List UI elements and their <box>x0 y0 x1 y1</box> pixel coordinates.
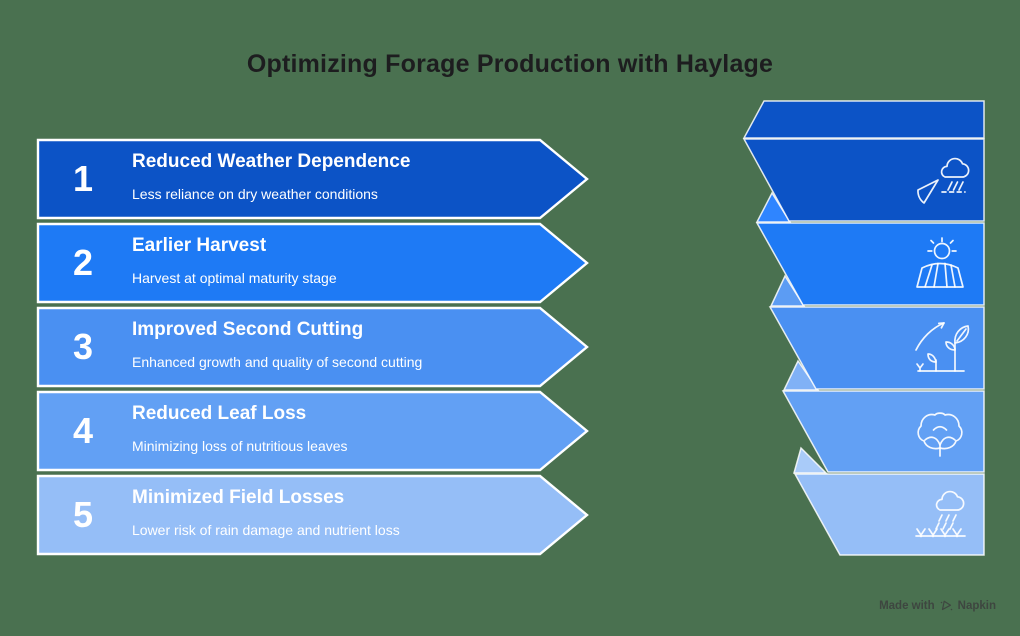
ribbon-segment-4 <box>781 390 985 473</box>
cotton-boll-icon <box>917 412 963 457</box>
benefit-row-3: 3 Improved Second Cutting Enhanced growt… <box>36 306 589 388</box>
row-title: Minimized Field Losses <box>132 487 345 508</box>
fold-triangle <box>769 274 806 307</box>
benefit-row-1: 1 Reduced Weather Dependence Less relian… <box>36 138 589 220</box>
banner-arrow-shape <box>36 222 589 304</box>
fold-triangle <box>793 446 828 474</box>
row-title: Improved Second Cutting <box>132 319 364 340</box>
row-number: 5 <box>72 494 94 535</box>
row-number: 3 <box>72 326 94 367</box>
banner-arrow-shape <box>36 390 589 472</box>
rain-over-crops-icon <box>915 490 966 538</box>
napkin-logo-icon <box>940 600 952 611</box>
row-subtitle: Minimizing loss of nutritious leaves <box>132 438 348 454</box>
banner-arrow-shape <box>36 474 589 556</box>
banner-arrow-shape <box>36 138 589 220</box>
benefit-row-5: 5 Minimized Field Losses Lower risk of r… <box>36 474 589 556</box>
ribbon-segment-2 <box>755 222 985 306</box>
fold-triangle <box>755 191 792 223</box>
plant-growth-arrow-icon <box>915 322 970 372</box>
napkin-watermark[interactable]: Made with Napkin <box>879 599 996 612</box>
ribbon-segment-1 <box>742 138 985 222</box>
row-number: 4 <box>72 410 94 451</box>
benefit-row-2: 2 Earlier Harvest Harvest at optimal mat… <box>36 222 589 304</box>
watermark-text: Made with <box>879 599 935 612</box>
row-number: 2 <box>72 242 94 283</box>
ribbon-cap <box>742 100 985 139</box>
row-subtitle: Lower risk of rain damage and nutrient l… <box>132 522 400 538</box>
row-number: 1 <box>72 158 94 199</box>
page-title: Optimizing Forage Production with Haylag… <box>246 50 774 78</box>
row-subtitle: Enhanced growth and quality of second cu… <box>132 354 423 370</box>
wind-rain-cloud-icon <box>917 157 970 204</box>
watermark-brand: Napkin <box>957 599 996 612</box>
benefit-row-4: 4 Reduced Leaf Loss Minimizing loss of n… <box>36 390 589 472</box>
sun-over-field-icon <box>916 237 964 288</box>
row-title: Reduced Leaf Loss <box>132 403 307 424</box>
row-subtitle: Harvest at optimal maturity stage <box>132 270 337 286</box>
banner-arrow-shape <box>36 306 589 388</box>
row-subtitle: Less reliance on dry weather conditions <box>132 186 378 202</box>
fold-triangle <box>782 359 820 391</box>
row-title: Reduced Weather Dependence <box>132 151 411 172</box>
ribbon-segment-5 <box>793 473 985 556</box>
row-title: Earlier Harvest <box>132 235 267 256</box>
ribbon-segment-3 <box>768 306 985 390</box>
